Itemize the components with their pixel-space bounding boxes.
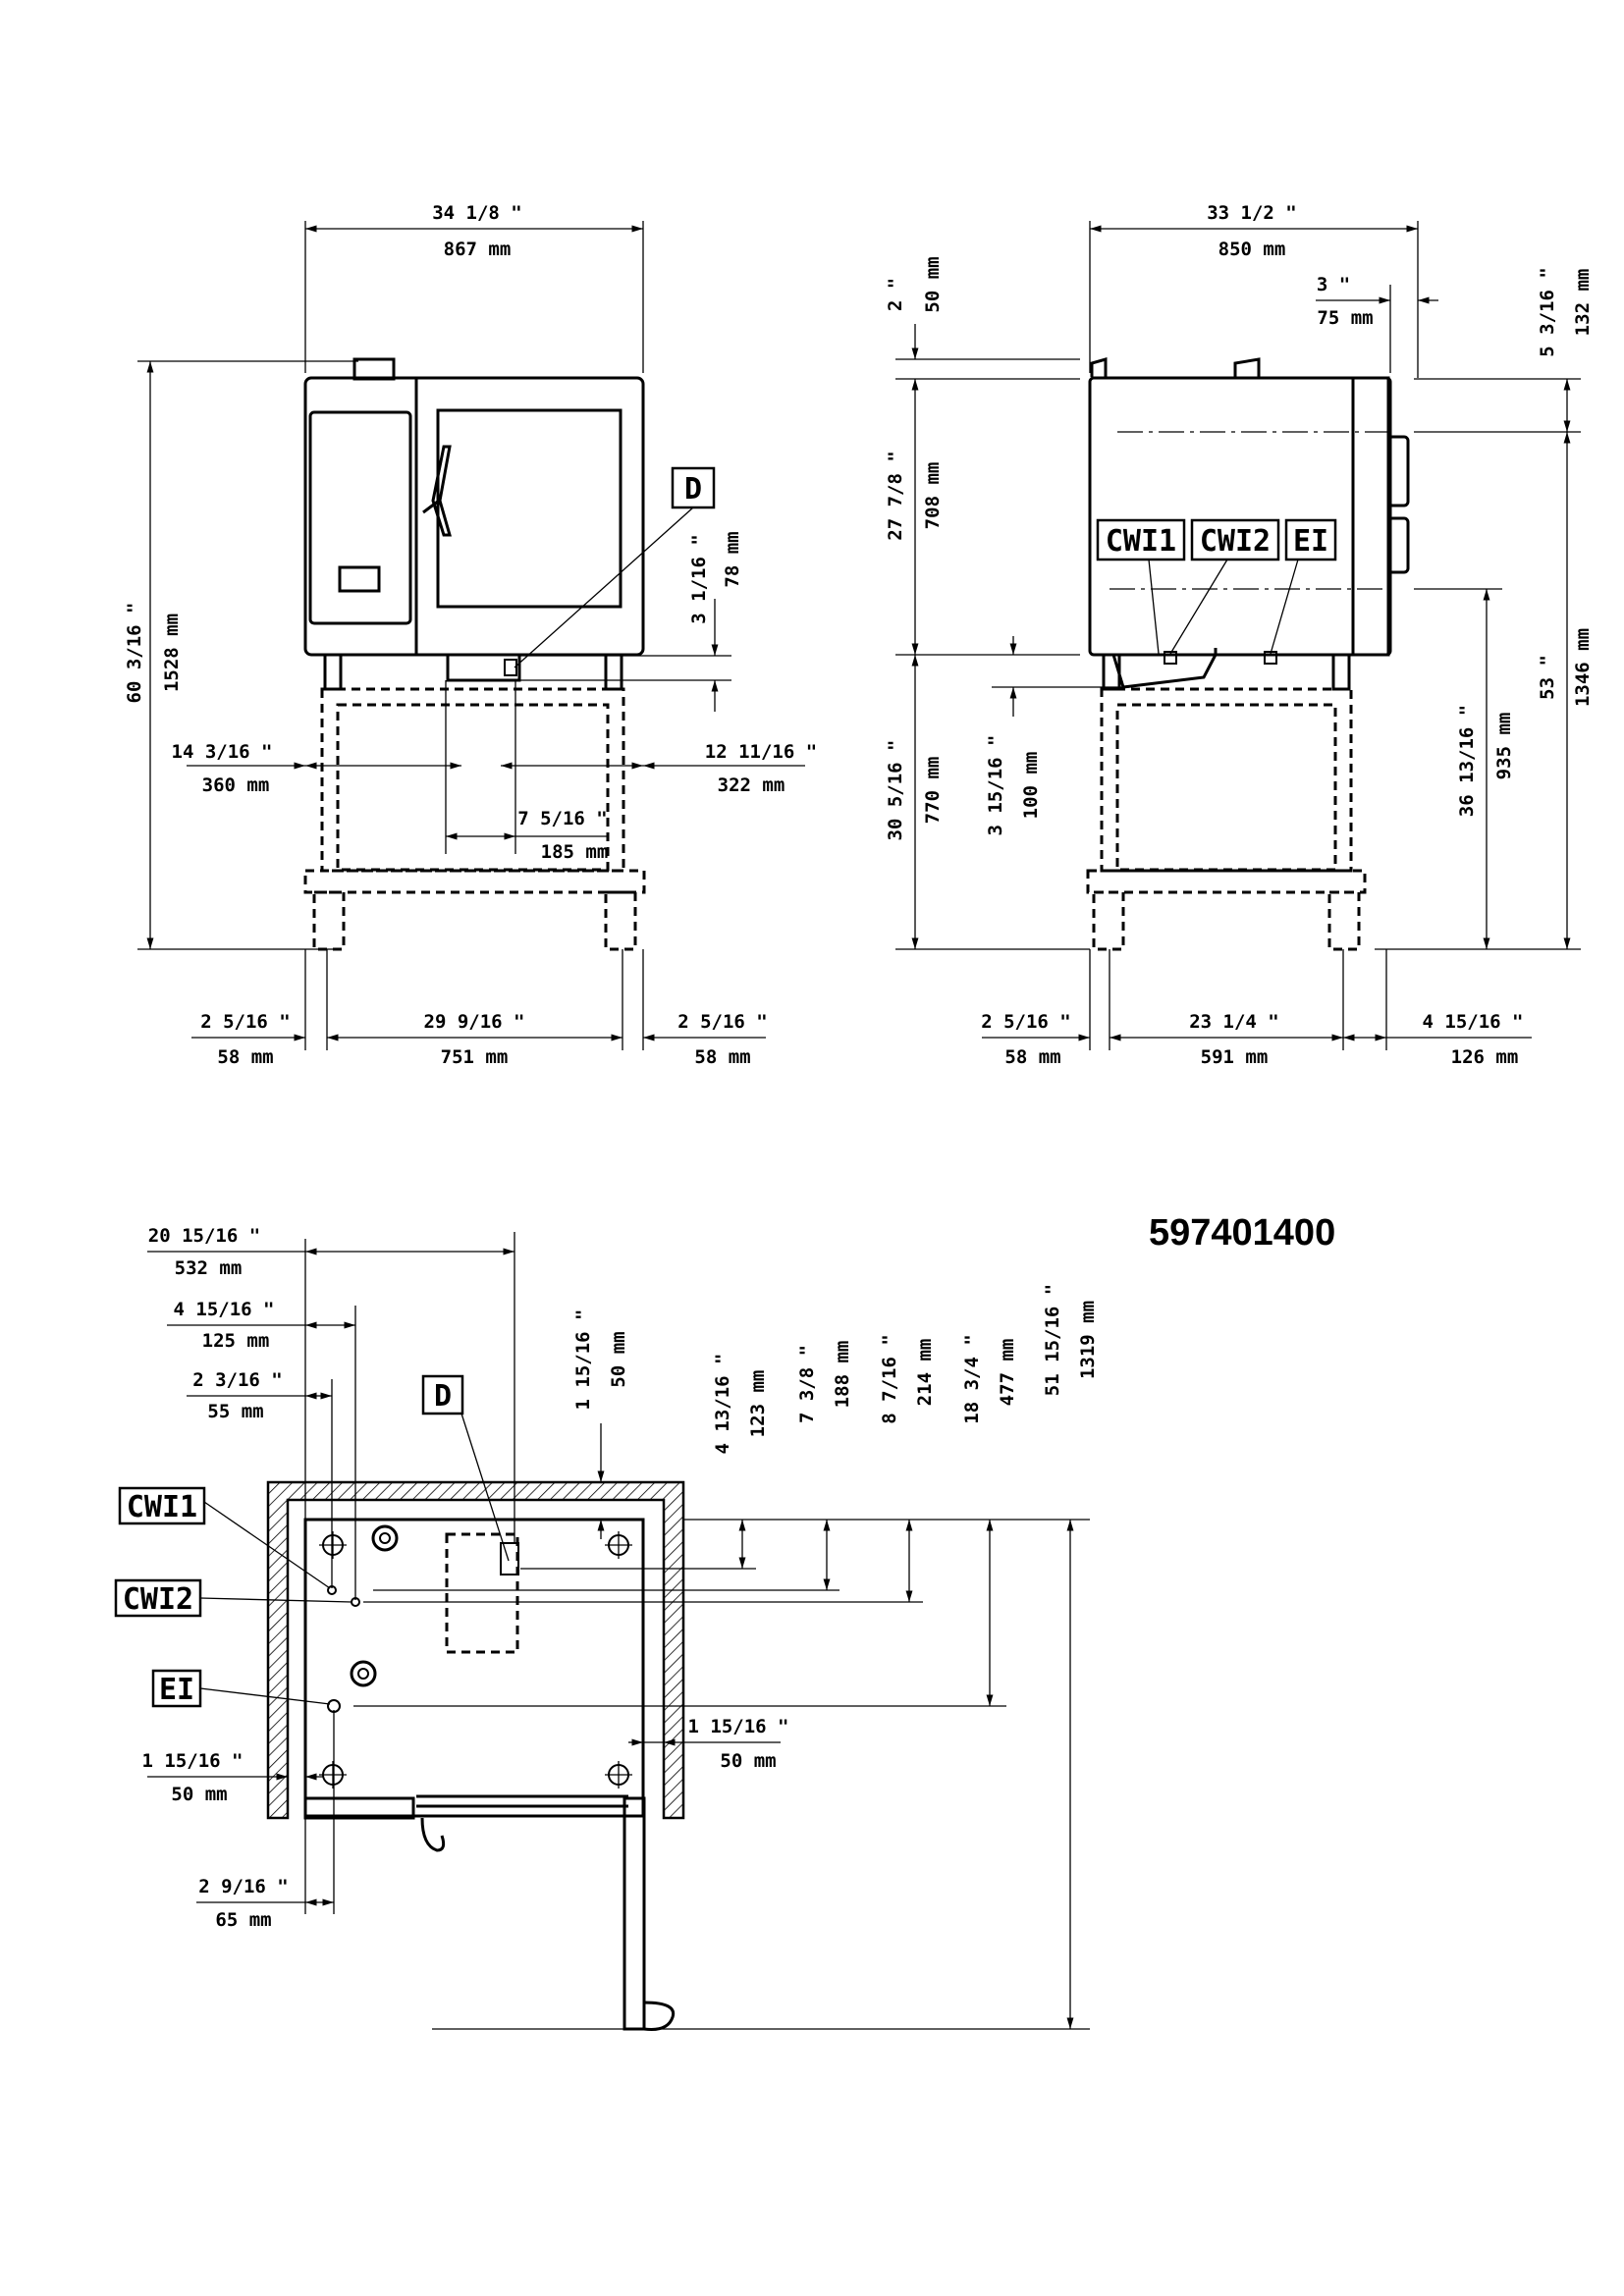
top-cwi2-x-in: 4 15/16 " (174, 1299, 275, 1320)
top-clearance-mm: 50 mm (608, 1331, 629, 1387)
side-drain-height-in: 3 15/16 " (985, 735, 1006, 836)
front-drain-height-mm: 78 mm (722, 531, 743, 587)
drawing-number: 597401400 (1149, 1212, 1335, 1254)
ei-label-top: EI (159, 1673, 194, 1707)
top-clearance-in: 1 15/16 " (572, 1309, 594, 1411)
side-stand-height-mm: 770 mm (922, 757, 944, 825)
top-drain-x-mm: 532 mm (175, 1257, 243, 1279)
top-cwi1-x-mm: 55 mm (207, 1401, 263, 1422)
oven-body-front (303, 357, 645, 657)
top-cwi1-y-in: 7 3/8 " (796, 1345, 818, 1423)
top-view: CWI1 CWI2 EI D 20 15/16 " 532 mm 4 15/16… (114, 1225, 1099, 2031)
top-left-clearance-mm: 50 mm (171, 1784, 227, 1805)
ei-label-side: EI (1293, 524, 1328, 559)
stand-side (1086, 687, 1367, 951)
front-drain-right-in: 12 11/16 " (705, 741, 817, 763)
top-drain-y-in: 4 13/16 " (712, 1354, 733, 1455)
side-leg-left-in: 2 5/16 " (981, 1011, 1071, 1033)
drain-outlet-front (446, 653, 521, 682)
top-right-clearance-in: 1 15/16 " (688, 1716, 789, 1737)
cwi2-label-top: CWI2 (123, 1582, 193, 1617)
side-drain-height-mm: 100 mm (1020, 752, 1042, 820)
side-stand-height-in: 30 5/16 " (885, 740, 906, 841)
side-overall-height-mm: 1346 mm (1572, 628, 1594, 707)
side-door-offset-in: 3 " (1317, 274, 1350, 295)
side-leg-span-in: 23 1/4 " (1189, 1011, 1279, 1033)
top-ei-x-mm: 65 mm (215, 1909, 271, 1931)
front-width-in: 34 1/8 " (432, 202, 522, 224)
side-view: 33 1/2 " 850 mm 3 " 75 mm 2 " 50 mm 27 7… (885, 202, 1594, 1068)
front-drain-left-mm: 360 mm (202, 774, 270, 796)
oven-body-side (1088, 357, 1410, 689)
front-drain-left-in: 14 3/16 " (172, 741, 273, 763)
front-drain-right-mm: 322 mm (718, 774, 785, 796)
cwi1-label-top: CWI1 (127, 1490, 197, 1524)
top-drain-y-mm: 123 mm (747, 1370, 769, 1438)
top-ei-y-mm: 477 mm (997, 1339, 1018, 1407)
front-view: 34 1/8 " 867 mm 60 3/16 " 1528 mm D 3 1/… (124, 202, 817, 1068)
front-height-in: 60 3/16 " (124, 603, 145, 704)
side-leg-span-mm: 591 mm (1201, 1046, 1269, 1068)
side-handle-top-in: 5 3/16 " (1537, 267, 1558, 357)
side-leg-left-mm: 58 mm (1004, 1046, 1060, 1068)
drain-label-top: D (434, 1379, 452, 1414)
side-depth-in: 33 1/2 " (1207, 202, 1297, 224)
top-door-open-in: 51 15/16 " (1042, 1284, 1063, 1396)
front-leg-span-in: 29 9/16 " (424, 1011, 525, 1033)
side-door-offset-mm: 75 mm (1317, 307, 1373, 329)
clearance-wall (266, 1480, 685, 1820)
front-drain-height-in: 3 1/16 " (688, 534, 710, 624)
front-height-mm: 1528 mm (161, 614, 183, 692)
top-left-clearance-in: 1 15/16 " (142, 1750, 244, 1772)
top-door-open-mm: 1319 mm (1077, 1301, 1099, 1379)
front-drain-spacing-mm: 185 mm (541, 841, 609, 863)
top-right-clearance-mm: 50 mm (720, 1750, 776, 1772)
top-ei-x-in: 2 9/16 " (198, 1876, 289, 1897)
top-ei-y-in: 18 3/4 " (961, 1334, 983, 1424)
top-cwi2-x-mm: 125 mm (202, 1330, 270, 1352)
side-top-knob-in: 2 " (885, 278, 906, 311)
side-top-knob-mm: 50 mm (922, 256, 944, 312)
front-leg-span-mm: 751 mm (441, 1046, 509, 1068)
top-cwi2-y-in: 8 7/16 " (879, 1334, 900, 1424)
top-drain-x-in: 20 15/16 " (148, 1225, 260, 1247)
side-connection-height-in: 36 13/16 " (1456, 705, 1478, 817)
side-overall-height-in: 53 " (1537, 655, 1558, 700)
drain-label-front: D (684, 472, 702, 507)
side-connection-height-mm: 935 mm (1493, 713, 1515, 780)
side-door-projection-mm: 126 mm (1451, 1046, 1519, 1068)
side-depth-mm: 850 mm (1218, 239, 1286, 260)
front-leg-right-in: 2 5/16 " (677, 1011, 768, 1033)
drain-pipe-front (504, 659, 517, 676)
side-door-projection-in: 4 15/16 " (1423, 1011, 1524, 1033)
front-leg-left-mm: 58 mm (217, 1046, 273, 1068)
cwi1-label-side: CWI1 (1106, 524, 1176, 559)
side-oven-height-in: 27 7/8 " (885, 451, 906, 541)
front-leg-right-mm: 58 mm (694, 1046, 750, 1068)
open-door (623, 1796, 646, 2031)
front-drain-spacing-in: 7 5/16 " (517, 808, 608, 829)
front-width-mm: 867 mm (444, 239, 512, 260)
stand-front (303, 687, 646, 951)
top-cwi1-x-in: 2 3/16 " (192, 1369, 283, 1391)
front-leg-left-in: 2 5/16 " (200, 1011, 291, 1033)
cwi2-label-side: CWI2 (1200, 524, 1271, 559)
top-cwi2-y-mm: 214 mm (914, 1339, 936, 1407)
top-cwi1-y-mm: 188 mm (832, 1341, 853, 1409)
side-oven-height-mm: 708 mm (922, 462, 944, 530)
side-handle-top-mm: 132 mm (1572, 269, 1594, 337)
